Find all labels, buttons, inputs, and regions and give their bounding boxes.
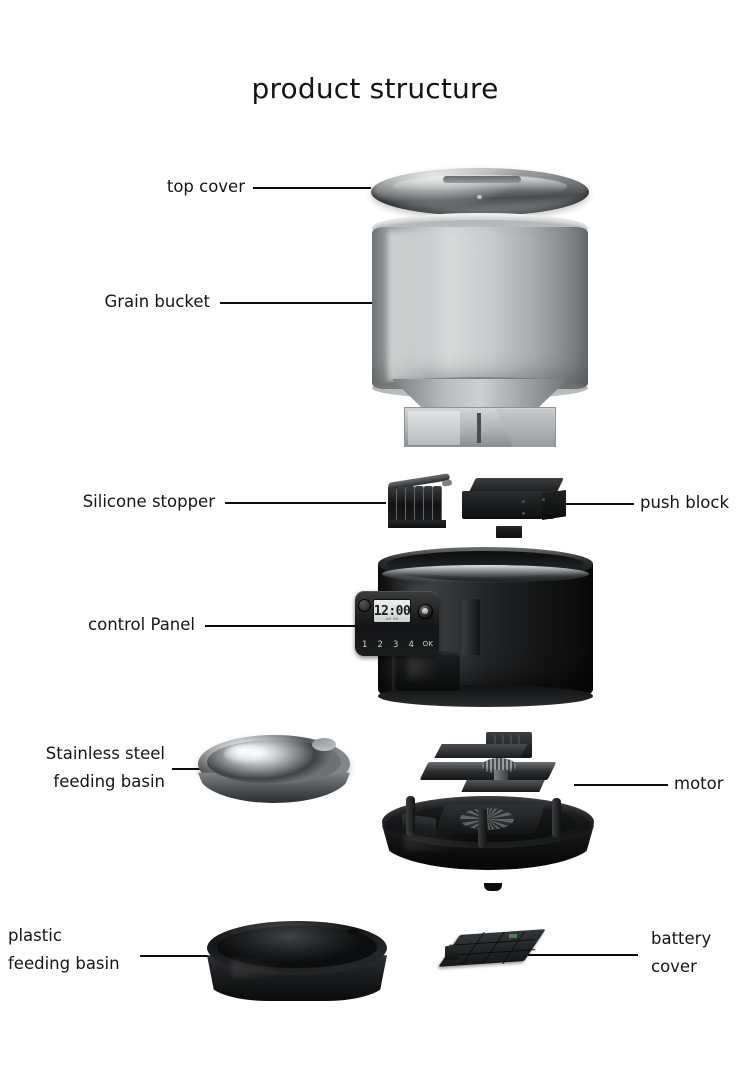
- silicone-stopper-flap: [397, 486, 405, 526]
- leader-motor: [574, 784, 668, 787]
- steel-basin-notch: [312, 738, 336, 751]
- push-block-screw: [522, 512, 525, 515]
- page-title: product structure: [251, 72, 499, 105]
- lcd-time-value: 12:00: [373, 603, 411, 619]
- part-control-panel[interactable]: 12:00 AM PM 1 2 3 4 OK: [355, 591, 455, 656]
- main-body-notch: [462, 599, 480, 655]
- push-block-body: [462, 491, 554, 519]
- base-foot: [483, 883, 502, 891]
- battery-cover-latch-tab: [445, 946, 459, 960]
- control-panel-side-knob[interactable]: [358, 599, 371, 612]
- part-base-assembly: [382, 790, 594, 891]
- label-top-cover: top cover: [166, 177, 245, 196]
- top-cover-vent-dot: [476, 194, 482, 199]
- silicone-stopper-rod-tip: [441, 479, 453, 487]
- push-block-screw: [522, 500, 525, 503]
- push-block-tab: [496, 526, 522, 538]
- hopper-front-face: [408, 411, 460, 445]
- label-plastic-basin-line1: plastic: [8, 926, 62, 945]
- leader-grain-bucket: [220, 302, 372, 305]
- base-impeller: [460, 808, 514, 830]
- base-post: [406, 796, 415, 836]
- base-post: [478, 808, 487, 848]
- label-battery-cover-line1: battery: [651, 929, 712, 948]
- main-body-chute-window: [392, 651, 460, 691]
- battery-cover-contact: [509, 934, 517, 938]
- button-meal-3[interactable]: 3: [393, 639, 399, 650]
- plastic-basin-highlight: [231, 959, 285, 977]
- main-body-chrome-trim: [382, 565, 589, 583]
- silicone-stopper-flap: [415, 486, 423, 526]
- hopper-divider-pin: [476, 413, 481, 443]
- motor-top-plate: [434, 744, 528, 758]
- silicone-stopper-flap: [406, 486, 414, 526]
- top-cover-handle-slot: [442, 176, 522, 184]
- label-push-block: push block: [640, 493, 730, 512]
- power-button-dot: [422, 608, 428, 614]
- part-grain-bucket: [372, 213, 588, 418]
- button-meal-1[interactable]: 1: [362, 639, 368, 650]
- control-panel-button-row: 1 2 3 4 OK: [360, 639, 434, 650]
- leader-silicone-stopper: [225, 502, 386, 505]
- part-top-cover: [371, 168, 589, 216]
- steel-basin-highlight: [224, 744, 270, 764]
- leader-battery-cover: [528, 954, 638, 957]
- button-meal-2[interactable]: 2: [377, 639, 383, 650]
- silicone-stopper-flap: [433, 486, 441, 526]
- part-grain-bucket-hopper: [404, 403, 556, 451]
- leader-steel-basin: [172, 768, 200, 771]
- base-post: [552, 798, 561, 838]
- lcd-ampm-indicator: AM PM: [385, 617, 399, 621]
- label-grain-bucket: Grain bucket: [104, 292, 210, 311]
- label-steel-basin-line1: Stainless steel: [45, 744, 165, 763]
- part-plastic-feeding-basin: [207, 921, 387, 1003]
- label-plastic-basin: plastic feeding basin: [8, 922, 178, 978]
- grain-bucket-highlight: [388, 231, 430, 381]
- label-motor: motor: [674, 774, 724, 793]
- control-panel-lcd-screen: 12:00 AM PM: [373, 599, 411, 623]
- label-steel-basin: Stainless steel feeding basin: [10, 740, 165, 796]
- label-battery-cover: battery cover: [651, 925, 750, 981]
- push-block-side-face: [542, 490, 566, 520]
- part-push-block: [462, 478, 566, 538]
- leader-control-panel: [205, 625, 355, 628]
- part-silicone-stopper: [386, 473, 453, 528]
- label-silicone-stopper: Silicone stopper: [82, 492, 215, 511]
- silicone-stopper-base-plate: [388, 520, 446, 528]
- button-meal-4[interactable]: 4: [408, 639, 414, 650]
- leader-push-block: [566, 503, 634, 506]
- label-plastic-basin-line2: feeding basin: [8, 954, 120, 973]
- part-motor: [419, 732, 572, 808]
- base-highlight: [404, 834, 472, 850]
- silicone-stopper-flap: [388, 486, 396, 526]
- plastic-basin-hole: [347, 929, 359, 934]
- push-block-screw: [542, 498, 545, 501]
- label-steel-basin-line2: feeding basin: [53, 772, 165, 791]
- label-battery-cover-line2: cover: [651, 957, 697, 976]
- silicone-stopper-flap: [424, 486, 432, 526]
- power-button[interactable]: [418, 604, 433, 619]
- label-control-panel: control Panel: [88, 615, 195, 634]
- part-battery-cover: [438, 929, 546, 976]
- top-cover-inner-ring: [392, 174, 568, 198]
- part-stainless-steel-feeding-basin: [198, 735, 350, 807]
- leader-plastic-basin: [140, 955, 208, 958]
- leader-top-cover: [253, 187, 371, 190]
- button-ok[interactable]: OK: [422, 640, 434, 649]
